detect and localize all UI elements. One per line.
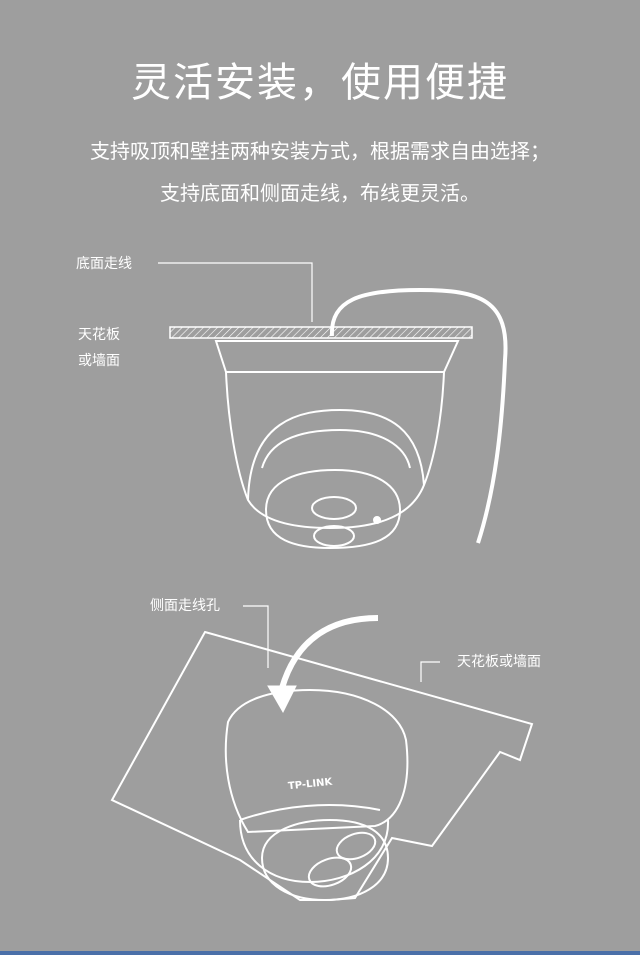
cable <box>329 287 508 544</box>
lens-housing <box>260 818 390 902</box>
leader-line-ceiling-wall <box>420 661 440 682</box>
camera-band <box>239 804 381 821</box>
bottom-side-wiring-diagram <box>110 605 534 902</box>
top-ceiling-mount-diagram <box>158 262 508 550</box>
camera-base <box>214 340 460 373</box>
leader-line-bottom-wiring <box>158 262 313 322</box>
wall-plane <box>110 630 534 901</box>
leader-line-side-hole <box>243 605 269 668</box>
camera-dome <box>224 688 409 834</box>
page-title: 灵活安装，使用便捷 <box>131 60 509 106</box>
indicator-dot <box>373 516 381 524</box>
label-ceiling-wall: 天花板或墙面 <box>457 654 541 670</box>
description-line-1: 支持吸顶和壁挂两种安装方式，根据需求自由选择； <box>90 139 550 163</box>
label-ceiling-line1: 天花板 <box>78 327 120 343</box>
label-side-hole: 侧面走线孔 <box>150 598 220 614</box>
label-bottom-wiring: 底面走线 <box>76 256 132 272</box>
camera-dome-ring <box>246 408 426 530</box>
camera-body <box>225 371 445 501</box>
camera-dome-inner <box>261 428 411 469</box>
ceiling-slab <box>169 326 473 339</box>
brand-logo: TP-LINK <box>287 776 333 793</box>
lens-housing <box>264 468 402 550</box>
curved-arrow <box>279 615 379 689</box>
camera-lens-icon <box>313 525 355 547</box>
description-line-2: 支持底面和侧面走线，布线更灵活。 <box>160 181 480 205</box>
bottom-accent-line <box>0 951 640 955</box>
ir-lens-icon <box>335 831 377 861</box>
ir-lens-icon <box>311 496 357 520</box>
camera-lens-icon <box>307 856 353 888</box>
label-ceiling-line2: 或墙面 <box>78 353 120 369</box>
